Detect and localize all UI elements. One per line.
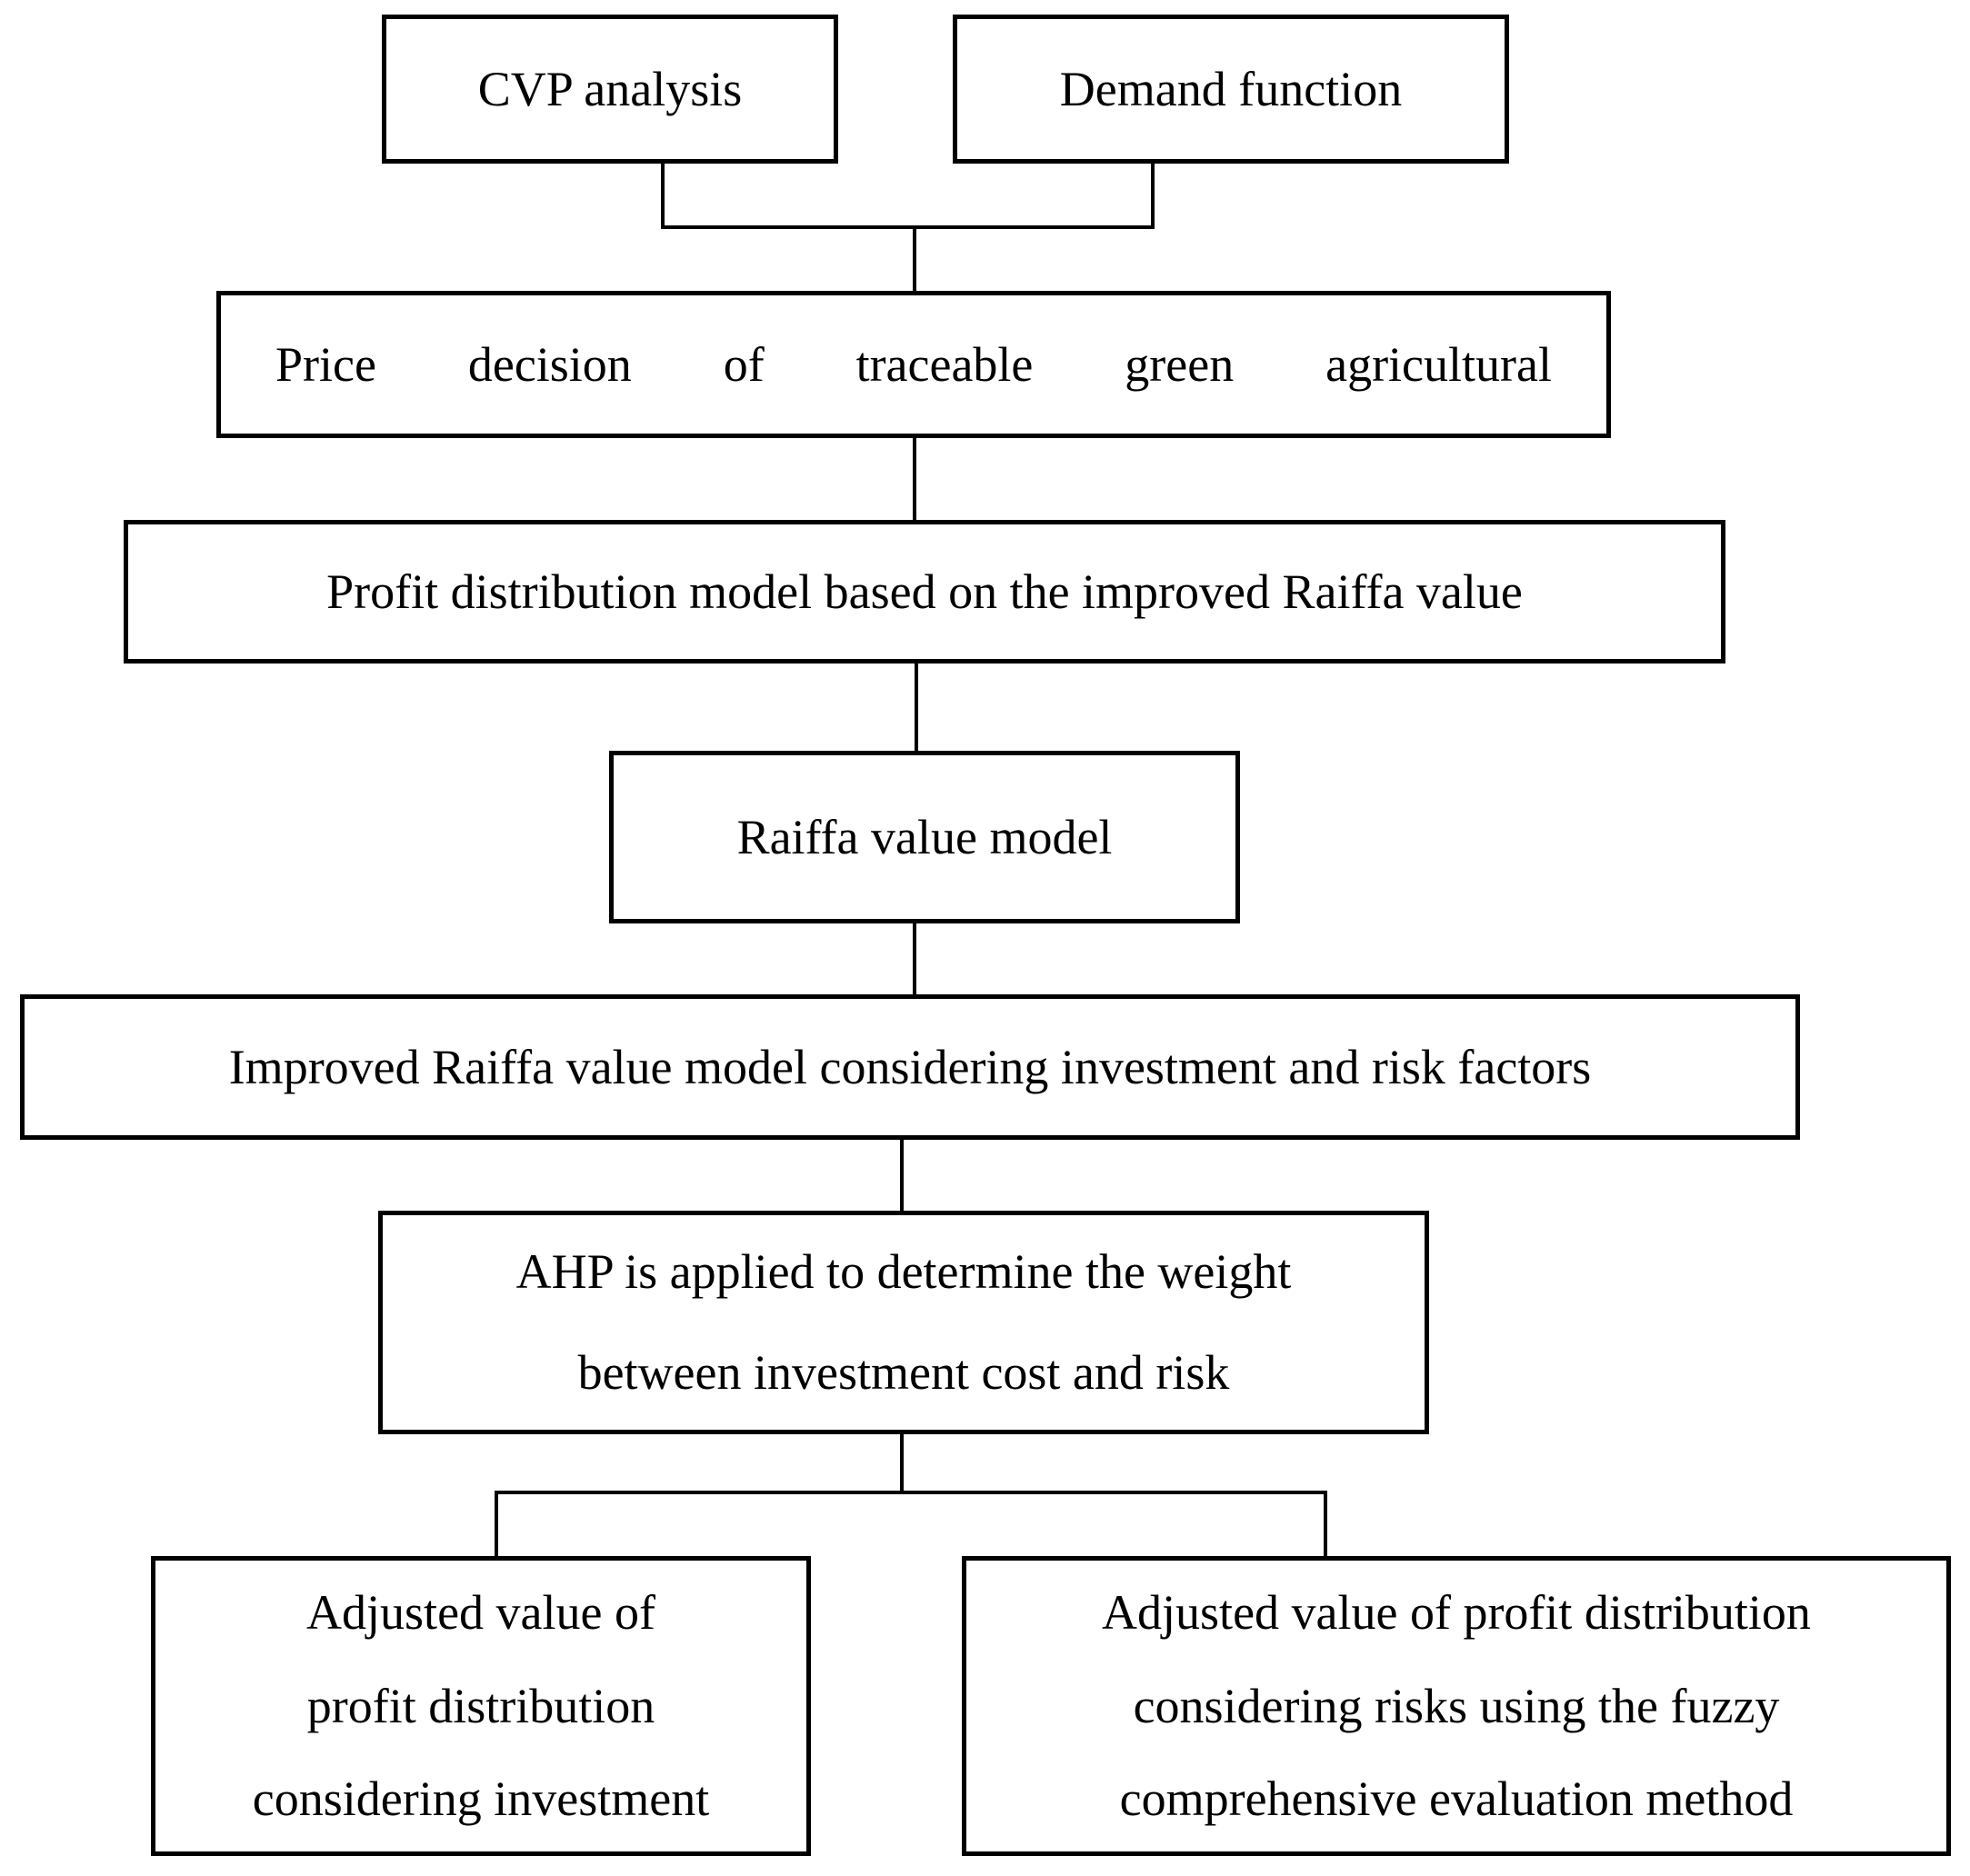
box-adjusted-value-risk: Adjusted value of profit distribution co… [962, 1556, 1951, 1856]
box-ahp-weight-line-2: between investment cost and risk [577, 1345, 1230, 1400]
box-adjusted-value-investment: Adjusted value of profit distribution co… [151, 1556, 811, 1856]
box-adjusted-value-investment-line-2: profit distribution [306, 1678, 655, 1733]
box-improved-raiffa-model-label: Improved Raiffa value model considering … [228, 1039, 1592, 1094]
box-adjusted-value-risk-label: Adjusted value of profit distribution co… [994, 1566, 1919, 1846]
box-raiffa-value-model: Raiffa value model [609, 751, 1240, 923]
box-adjusted-value-investment-line-1: Adjusted value of [306, 1585, 655, 1641]
box-adjusted-value-investment-line-3: considering investment [252, 1771, 710, 1827]
box-adjusted-value-risk-line-3: comprehensive evaluation method [1119, 1771, 1794, 1827]
box-raiffa-value-model-label: Raiffa value model [736, 809, 1113, 864]
box-ahp-weight: AHP is applied to determine the weight b… [378, 1211, 1429, 1434]
box-improved-raiffa-model: Improved Raiffa value model considering … [20, 994, 1800, 1140]
box-adjusted-value-investment-label: Adjusted value of profit distribution co… [183, 1566, 779, 1846]
box-cvp-analysis-label: CVP analysis [477, 61, 743, 116]
box-cvp-analysis: CVP analysis [382, 15, 838, 164]
box-price-decision: Price decision of traceable green agricu… [216, 291, 1611, 438]
box-demand-function-label: Demand function [1059, 61, 1403, 116]
box-price-decision-label: Price decision of traceable green agricu… [275, 336, 1552, 392]
box-profit-distribution-model-label: Profit distribution model based on the i… [326, 564, 1523, 619]
box-adjusted-value-risk-line-2: considering risks using the fuzzy [1133, 1678, 1780, 1733]
box-ahp-weight-label: AHP is applied to determine the weight b… [410, 1222, 1397, 1422]
box-profit-distribution-model: Profit distribution model based on the i… [124, 520, 1725, 664]
box-ahp-weight-line-1: AHP is applied to determine the weight [515, 1244, 1292, 1300]
box-adjusted-value-risk-line-1: Adjusted value of profit distribution [1102, 1585, 1811, 1641]
box-demand-function: Demand function [953, 15, 1509, 164]
